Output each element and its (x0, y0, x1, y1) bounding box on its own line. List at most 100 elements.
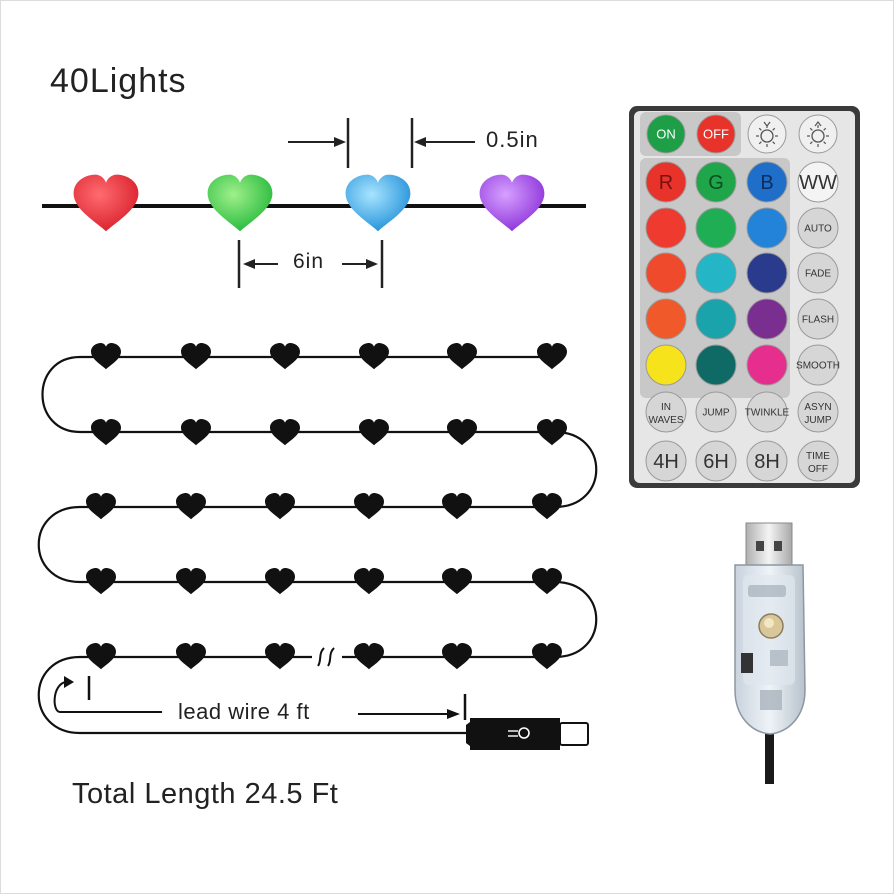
remote-button-flash[interactable]: FLASH (797, 298, 839, 340)
remote-button-dim[interactable] (747, 114, 787, 154)
string-heart-3-3 (265, 493, 295, 520)
string-wire (37, 355, 598, 735)
sample-heart-blue (345, 174, 411, 232)
string-heart-4-2 (176, 568, 206, 595)
label-spacing: 6in (293, 250, 325, 273)
remote-button-8h-label: 8H (754, 451, 780, 473)
string-heart-1-3 (270, 343, 300, 370)
string-heart-4-4 (354, 568, 384, 595)
remote-button-off-label: OFF (703, 127, 729, 142)
string-heart-3-6 (532, 493, 562, 520)
brightness-down-icon (756, 121, 778, 147)
string-heart-5-6 (532, 643, 562, 670)
sample-heart-green (207, 174, 273, 232)
remote-button-c9[interactable] (746, 298, 788, 340)
remote-button-inwaves-label: WAVES (648, 415, 683, 426)
usb-controller (734, 522, 806, 784)
sample-heart-purple (479, 174, 545, 232)
remote-button-ww-label: WW (799, 172, 837, 194)
remote-button-fade-label: FADE (805, 269, 831, 280)
remote-button-jump-label: JUMP (702, 408, 730, 419)
usb-cable (765, 728, 774, 784)
remote-button-c6[interactable] (746, 252, 788, 294)
remote-button-8h[interactable]: 8H (746, 440, 788, 482)
string-heart-3-5 (442, 493, 472, 520)
remote-button-r[interactable]: R (645, 161, 687, 203)
remote-button-c11[interactable] (695, 344, 737, 386)
remote-button-asynjump[interactable]: ASYN JUMP (797, 391, 839, 433)
sample-heart-red (73, 174, 139, 232)
string-heart-3-4 (354, 493, 384, 520)
string-heart-4-6 (532, 568, 562, 595)
brightness-up-icon (807, 121, 829, 147)
string-heart-5-1 (86, 643, 116, 670)
remote-button-inwaves-label: IN (661, 402, 671, 413)
remote-button-twinkle[interactable]: TWINKLE (745, 391, 790, 433)
label-bulb-size: 0.5in (486, 127, 539, 152)
remote-button-timeoff-label: OFF (808, 464, 828, 475)
string-heart-1-6 (537, 343, 567, 370)
remote-button-c10[interactable] (645, 344, 687, 386)
string-heart-2-4 (359, 419, 389, 446)
wire-break-mark (312, 647, 342, 667)
remote-button-c5[interactable] (695, 252, 737, 294)
remote-button-c8[interactable] (695, 298, 737, 340)
string-heart-5-3 (265, 643, 295, 670)
string-heart-2-3 (270, 419, 300, 446)
label-lead-wire: lead wire 4 ft (178, 699, 310, 724)
remote-button-b[interactable]: B (746, 161, 788, 203)
remote-button-c7[interactable] (645, 298, 687, 340)
remote-control: ON OFF R G B WW AUTO FADE FLASH SMOOTH IN WAVES JUMP… (629, 106, 860, 488)
remote-button-smooth-label: SMOOTH (796, 361, 840, 372)
remote-button-g-label: G (708, 172, 724, 194)
remote-button-timeoff-label: TIME (806, 451, 830, 462)
string-heart-1-2 (181, 343, 211, 370)
remote-button-on[interactable]: ON (646, 114, 686, 154)
string-heart-2-1 (91, 419, 121, 446)
string-heart-2-2 (181, 419, 211, 446)
string-heart-4-5 (442, 568, 472, 595)
remote-button-r-label: R (659, 172, 673, 194)
remote-button-6h[interactable]: 6H (695, 440, 737, 482)
string-heart-2-5 (447, 419, 477, 446)
string-heart-4-3 (265, 568, 295, 595)
string-heart-1-5 (447, 343, 477, 370)
spacing-dimension (237, 240, 384, 288)
remote-button-c4[interactable] (645, 252, 687, 294)
remote-button-asynjump-label: ASYN (804, 402, 831, 413)
string-heart-1-4 (359, 343, 389, 370)
remote-button-asynjump-label: JUMP (804, 415, 832, 426)
remote-button-timeoff[interactable]: TIME OFF (797, 440, 839, 482)
string-heart-1-1 (91, 343, 121, 370)
remote-button-twinkle-label: TWINKLE (745, 408, 790, 419)
remote-button-fade[interactable]: FADE (797, 252, 839, 294)
remote-button-auto-label: AUTO (804, 224, 832, 235)
remote-button-on-label: ON (656, 127, 676, 142)
remote-button-off[interactable]: OFF (696, 114, 736, 154)
remote-button-b-label: B (760, 172, 773, 194)
string-heart-3-2 (176, 493, 206, 520)
remote-button-4h[interactable]: 4H (645, 440, 687, 482)
remote-button-inwaves[interactable]: IN WAVES (645, 391, 687, 433)
remote-button-c12[interactable] (746, 344, 788, 386)
remote-button-g[interactable]: G (695, 161, 737, 203)
remote-button-smooth[interactable]: SMOOTH (796, 344, 840, 386)
string-heart-5-5 (442, 643, 472, 670)
remote-button-4h-label: 4H (653, 451, 679, 473)
remote-button-ww[interactable]: WW (797, 161, 839, 203)
remote-button-c3[interactable] (746, 207, 788, 249)
string-heart-2-6 (537, 419, 567, 446)
string-heart-4-1 (86, 568, 116, 595)
remote-button-bright[interactable] (798, 114, 838, 154)
label-total-length: Total Length 24.5 Ft (72, 778, 339, 810)
remote-button-c2[interactable] (695, 207, 737, 249)
string-heart-3-1 (86, 493, 116, 520)
bulb-size-dimension (288, 118, 475, 168)
remote-button-c1[interactable] (645, 207, 687, 249)
remote-button-auto[interactable]: AUTO (797, 207, 839, 249)
string-heart-5-2 (176, 643, 206, 670)
remote-button-6h-label: 6H (703, 451, 729, 473)
remote-button-jump[interactable]: JUMP (695, 391, 737, 433)
usb-connector-drawing (466, 718, 589, 750)
